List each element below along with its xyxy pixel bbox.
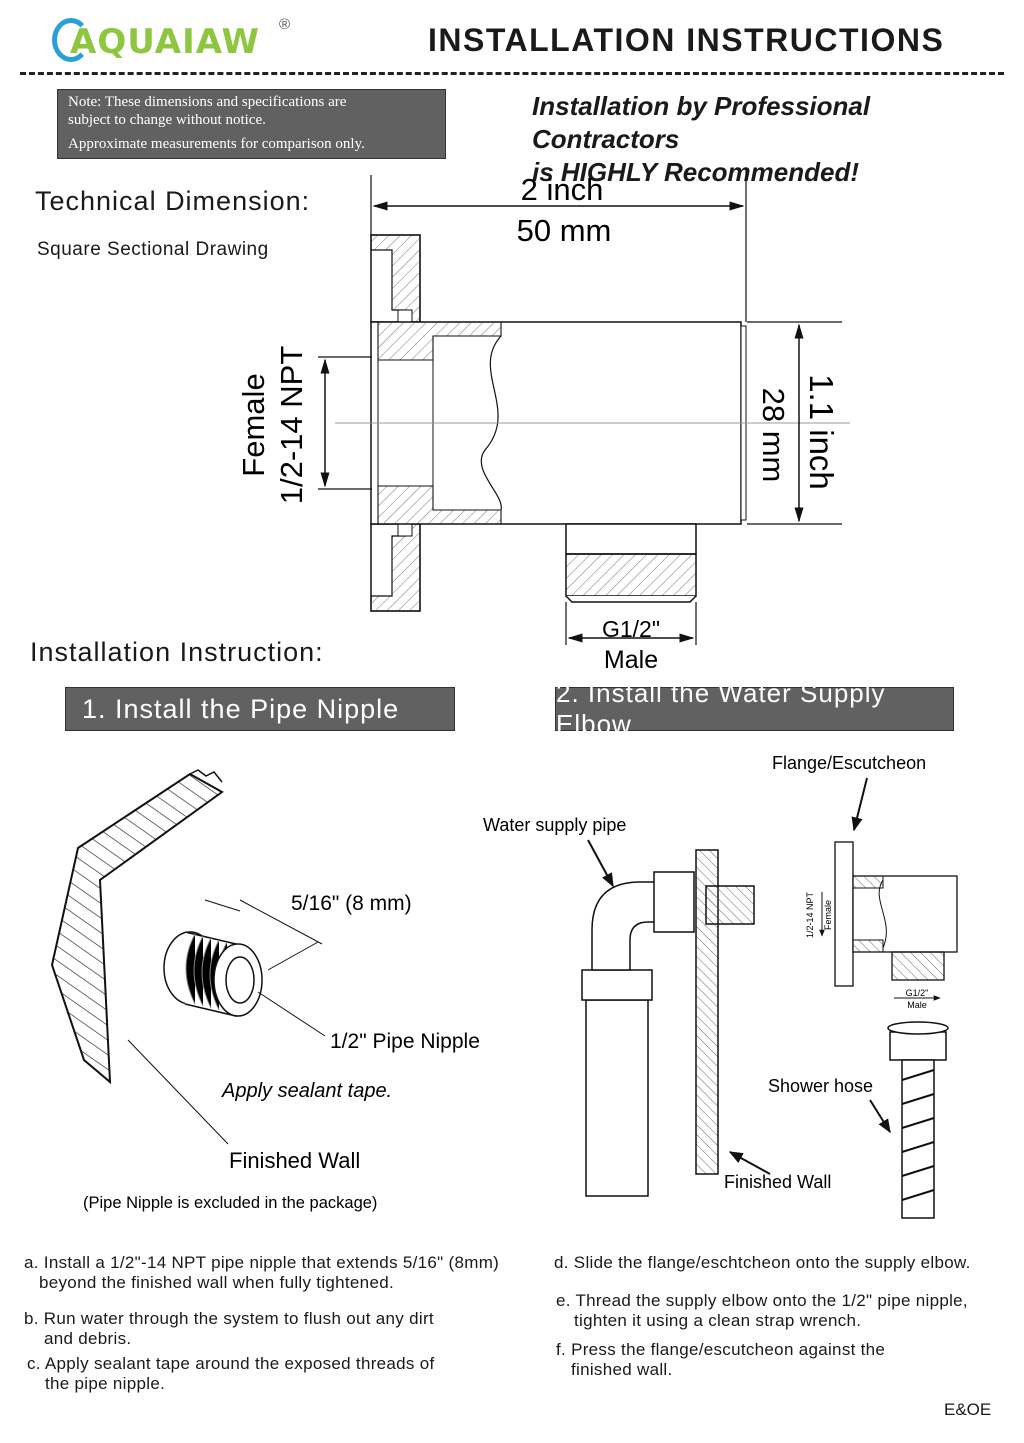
- eoe-footer: E&OE: [944, 1400, 992, 1419]
- flange-label: Flange/Escutcheon: [772, 753, 926, 773]
- technical-subheading: Square Sectional Drawing: [37, 239, 269, 260]
- step-c: c. Apply sealant tape around the exposed…: [27, 1354, 435, 1394]
- step-f: f. Press the flange/escutcheon against t…: [556, 1340, 885, 1380]
- step2-banner: 2. Install the Water Supply Elbow: [555, 678, 954, 739]
- step-b-line: and debris.: [44, 1329, 132, 1348]
- mini-npt-label: 1/2-14 NPT: [805, 891, 815, 938]
- step-a-line: a. Install a 1/2"-14 NPT pipe nipple tha…: [24, 1253, 500, 1272]
- brand-name: AQUAIAW: [70, 22, 261, 62]
- inlet-thread-label: 1/2-14 NPT: [274, 346, 309, 505]
- step-d: d. Slide the flange/eschtcheon onto the …: [554, 1253, 971, 1273]
- installation-heading: Installation Instruction:: [30, 637, 324, 667]
- step1-banner: 1. Install the Pipe Nipple: [65, 687, 455, 731]
- note-line: subject to change without notice.: [68, 112, 266, 128]
- recommend-line: is HIGHLY Recommended!: [532, 157, 859, 187]
- mini-male-label: Male: [907, 1000, 927, 1010]
- dimension-label: 5/16" (8 mm): [291, 892, 412, 915]
- disclaimer-note: Note: These dimensions and specification…: [57, 89, 446, 159]
- water-pipe-label: Water supply pipe: [483, 815, 626, 835]
- note-line: Note: These dimensions and specification…: [68, 94, 347, 110]
- step-a: a. Install a 1/2"-14 NPT pipe nipple tha…: [24, 1253, 499, 1293]
- outlet-thread-label: G1/2": [602, 616, 660, 642]
- mini-female-label: Female: [823, 900, 833, 930]
- logo-q-ring: [52, 18, 90, 62]
- step-f-line: finished wall.: [571, 1360, 673, 1379]
- step-a-line: beyond the finished wall when fully tigh…: [39, 1273, 394, 1292]
- finished-wall-label: Finished Wall: [724, 1172, 831, 1192]
- mini-g-label: G1/2": [906, 988, 929, 998]
- inlet-type-label: Female: [236, 373, 271, 476]
- height-mm-label: 28 mm: [756, 388, 791, 483]
- shower-hose-label: Shower hose: [768, 1076, 873, 1096]
- step-d-line: d. Slide the flange/eschtcheon onto the …: [554, 1253, 971, 1272]
- sectional-drawing: 2 inch 50 mm Female 1/2-14 NPT 1.1 inch …: [236, 170, 850, 674]
- step-e-line: e. Thread the supply elbow onto the 1/2"…: [556, 1291, 968, 1310]
- pipe-nipple-figure: 5/16" (8 mm) 1/2" Pipe Nipple Apply seal…: [50, 769, 480, 1212]
- width-mm-label: 50 mm: [517, 213, 612, 248]
- step-b-line: b. Run water through the system to flush…: [24, 1309, 434, 1328]
- step-c-line: c. Apply sealant tape around the exposed…: [27, 1354, 435, 1373]
- excluded-note: (Pipe Nipple is excluded in the package): [83, 1194, 377, 1212]
- sealant-label: Apply sealant tape.: [221, 1080, 392, 1102]
- width-inch-label: 2 inch: [521, 172, 604, 207]
- step-f-line: f. Press the flange/escutcheon against t…: [556, 1340, 886, 1359]
- technical-heading: Technical Dimension:: [35, 186, 311, 216]
- wall-label: Finished Wall: [229, 1148, 360, 1173]
- outlet-type-label: Male: [604, 646, 658, 674]
- registered-mark: ®: [279, 16, 291, 33]
- pipe-nipple-label: 1/2" Pipe Nipple: [330, 1030, 480, 1053]
- page-title: INSTALLATION INSTRUCTIONS: [428, 22, 945, 58]
- step-b: b. Run water through the system to flush…: [24, 1309, 434, 1349]
- header-divider: [20, 72, 1004, 75]
- professional-recommendation: Installation by Professional Contractors…: [532, 90, 1024, 189]
- supply-elbow-figure: Flange/Escutcheon Water supply pipe Show…: [483, 753, 958, 1219]
- brand-logo: AQUAIAW ®: [52, 12, 312, 72]
- recommend-line: Installation by Professional Contractors: [532, 91, 871, 154]
- step-e: e. Thread the supply elbow onto the 1/2"…: [556, 1291, 968, 1331]
- step-c-line: the pipe nipple.: [45, 1374, 166, 1393]
- height-inch-label: 1.1 inch: [803, 374, 840, 490]
- note-line: Approximate measurements for comparison …: [68, 136, 365, 152]
- step-e-line: tighten it using a clean strap wrench.: [574, 1311, 862, 1330]
